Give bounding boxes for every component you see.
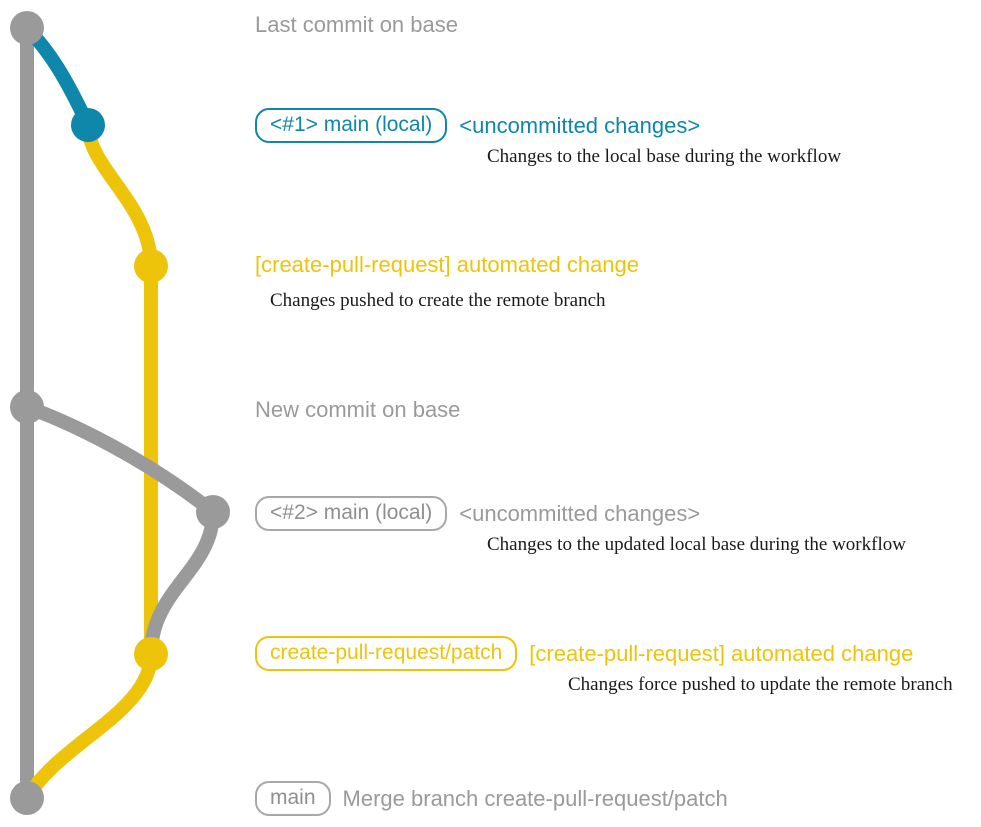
commit-node-base-last-commit[interactable]	[10, 11, 44, 45]
commit-node-base-merge-commit[interactable]	[10, 781, 44, 815]
commit-node-base-new-commit[interactable]	[10, 390, 44, 424]
commit-subject: Last commit on base	[255, 12, 458, 37]
yellow-branch-line-upper	[81, 118, 158, 273]
yellow-branch-line-lower	[20, 647, 158, 805]
commit-row-local-changes-2: <#2> main (local) <uncommitted changes>	[255, 496, 701, 532]
gray-branch-line-to-merge	[20, 400, 220, 519]
commit-row-local-changes-1: <#1> main (local) <uncommitted changes>	[255, 108, 701, 144]
commit-note-automated-change-1: Changes pushed to create the remote bran…	[270, 290, 606, 311]
commit-row-automated-change-2: create-pull-request/patch [create-pull-r…	[255, 636, 914, 672]
commit-subject: <uncommitted changes>	[459, 500, 701, 526]
commit-subject: [create-pull-request] automated change	[255, 252, 640, 277]
ref-badge-create-pull-request-patch[interactable]: create-pull-request/patch	[255, 636, 518, 672]
commit-row-new-commit-on-base: New commit on base	[255, 398, 460, 421]
ref-badge-main[interactable]: main	[255, 781, 331, 817]
commit-note-automated-change-2: Changes force pushed to update the remot…	[568, 674, 953, 695]
ref-badge-main-local-1[interactable]: <#1> main (local)	[255, 108, 448, 144]
commit-row-automated-change-1: [create-pull-request] automated change	[255, 253, 639, 276]
commit-subject: [create-pull-request] automated change	[529, 640, 914, 666]
commit-row-last-commit-on-base: Last commit on base	[255, 13, 458, 36]
commit-row-merge-commit: main Merge branch create-pull-request/pa…	[255, 781, 728, 817]
commit-node-local-uncommitted-2[interactable]	[196, 495, 230, 529]
commit-note-local-changes-1: Changes to the local base during the wor…	[487, 146, 842, 167]
commit-node-local-uncommitted-1[interactable]	[71, 108, 105, 142]
commit-subject: New commit on base	[255, 397, 461, 422]
gray-branch-line-to-patch	[144, 505, 220, 661]
commit-subject: <uncommitted changes>	[459, 112, 701, 138]
teal-branch-line	[20, 21, 95, 132]
commit-note-local-changes-2: Changes to the updated local base during…	[487, 534, 906, 555]
ref-badge-main-local-2[interactable]: <#2> main (local)	[255, 496, 448, 532]
commit-node-patch-automated-1[interactable]	[134, 249, 168, 283]
commit-node-patch-automated-2[interactable]	[134, 637, 168, 671]
commit-subject: Merge branch create-pull-request/patch	[342, 785, 728, 811]
